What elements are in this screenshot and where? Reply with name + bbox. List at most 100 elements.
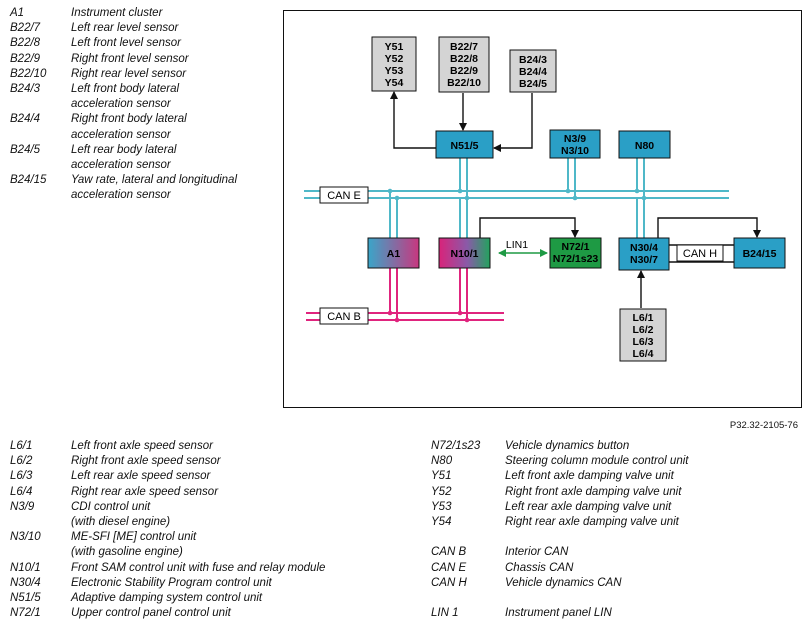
legend-code: N3/10 [10,531,41,544]
legend-code [10,128,71,143]
legend-gap [431,591,688,606]
legend-code: B24/5 [10,143,41,156]
legend-description: Left front axle damping valve unit [505,470,674,483]
legend-description: acceleration sensor [71,128,171,141]
can-h-label: CAN H [676,244,724,262]
legend-entry: acceleration sensor [10,97,237,112]
legend-entry: acceleration sensor [10,158,237,173]
legend-entry: N30/4 Electronic Stability Program contro… [10,576,325,591]
legend-description: (with diesel engine) [71,516,171,529]
legend-entry: N51/5 Adaptive damping system control uni… [10,591,325,606]
box-n515-label: N51/5 [450,140,478,152]
box-l6-line-4: L6/4 [632,348,653,360]
legend-description: Interior CAN [505,546,569,559]
legend-code: B22/10 [10,67,47,80]
can-e-label: CAN E [319,186,369,204]
junction-dots [387,188,647,323]
legend-description: Chassis CAN [505,561,574,574]
a1-can-e-stub [389,191,398,238]
legend-description: Left rear axle damping valve unit [505,500,672,513]
box-y-line-3: Y53 [385,65,404,77]
legend-gap [431,530,688,545]
legend-entry: N72/1 Upper control panel control unit [10,606,325,621]
legend-description: Electronic Stability Program control uni… [71,576,272,589]
legend-description: acceleration sensor [71,98,171,111]
legend-code: B22/7 [10,22,41,35]
legend-code: N72/1 [10,607,41,620]
legend-entry: (with diesel engine) [10,515,325,530]
legend-code [10,515,71,530]
can-e-bus [304,190,729,199]
n3-can-e-stub [567,158,576,198]
legend-entry: Y53 Left rear axle damping valve unit [431,500,688,515]
box-n3: N3/9 N3/10 [549,129,601,159]
legend-entry: B24/4 Right front body lateral [10,112,237,127]
diagram-frame: Y51 Y52 Y53 Y54 B22/7 B22/8 B22/9 B22/10… [283,10,802,408]
legend-code: CAN B [431,546,467,559]
box-n721-line-1: N72/1 [561,241,589,253]
legend-description: Right rear level sensor [71,67,187,80]
box-n3-line-2: N3/10 [561,145,589,157]
box-n101-label: N10/1 [450,248,478,260]
legend-description: Left front level sensor [71,37,181,50]
box-b24-group: B24/3 B24/4 B24/5 [509,49,557,93]
box-a1-label: A1 [387,248,401,260]
legend-code: N51/5 [10,592,41,605]
legend-description: Right rear axle speed sensor [71,485,219,498]
legend-code: B22/9 [10,52,41,65]
legend-entry: CAN B Interior CAN [431,545,688,560]
box-n721-line-2: N72/1s23 [553,253,599,265]
legend-code: CAN H [431,576,467,589]
legend-code [10,97,71,112]
legend-description: (with gasoline engine) [71,546,183,559]
legend-description: Right rear axle damping valve unit [505,516,679,529]
box-n80-label: N80 [635,140,654,152]
legend-code: CAN E [431,561,467,574]
legend-description: Instrument panel LIN [505,607,612,620]
legend-entry: acceleration sensor [10,188,237,203]
legend-code: L6/3 [10,470,33,483]
legend-description: Right front body lateral [71,113,187,126]
legend-code: N30/4 [10,576,41,589]
legend-description: Upper control panel control unit [71,607,231,620]
lin1-label: LIN1 [506,239,528,251]
box-l6-line-1: L6/1 [632,312,653,324]
can-b-label: CAN B [319,307,369,325]
legend-entry: A1 Instrument cluster [10,6,237,21]
legend-description: Left front axle speed sensor [71,440,213,452]
box-n721: N72/1 N72/1s23 [549,237,602,269]
legend-code: N72/1s23 [431,440,481,452]
box-l6-line-3: L6/3 [632,336,653,348]
legend-code: B24/4 [10,113,41,126]
legend-code: A1 [10,7,25,19]
box-n3-line-1: N3/9 [564,133,586,145]
legend-code: B22/8 [10,37,41,50]
legend-code: Y53 [431,500,452,513]
box-y-line-1: Y51 [385,41,404,53]
box-n304-line-2: N30/7 [630,254,658,266]
box-b2415-label: B24/15 [743,248,777,260]
legend-code [10,158,71,173]
legend-code [10,545,71,560]
n304-can-e-stub [636,198,645,238]
box-b22-line-2: B22/8 [450,53,478,65]
legend-description: CDI control unit [71,500,151,513]
legend-description: Instrument cluster [71,7,163,19]
legend-description: Adaptive damping system control unit [71,592,263,605]
legend-description: Vehicle dynamics CAN [505,576,622,589]
box-n101: N10/1 [438,237,491,269]
n101-can-b-stub [459,268,468,320]
box-y-group: Y51 Y52 Y53 Y54 [371,36,417,92]
